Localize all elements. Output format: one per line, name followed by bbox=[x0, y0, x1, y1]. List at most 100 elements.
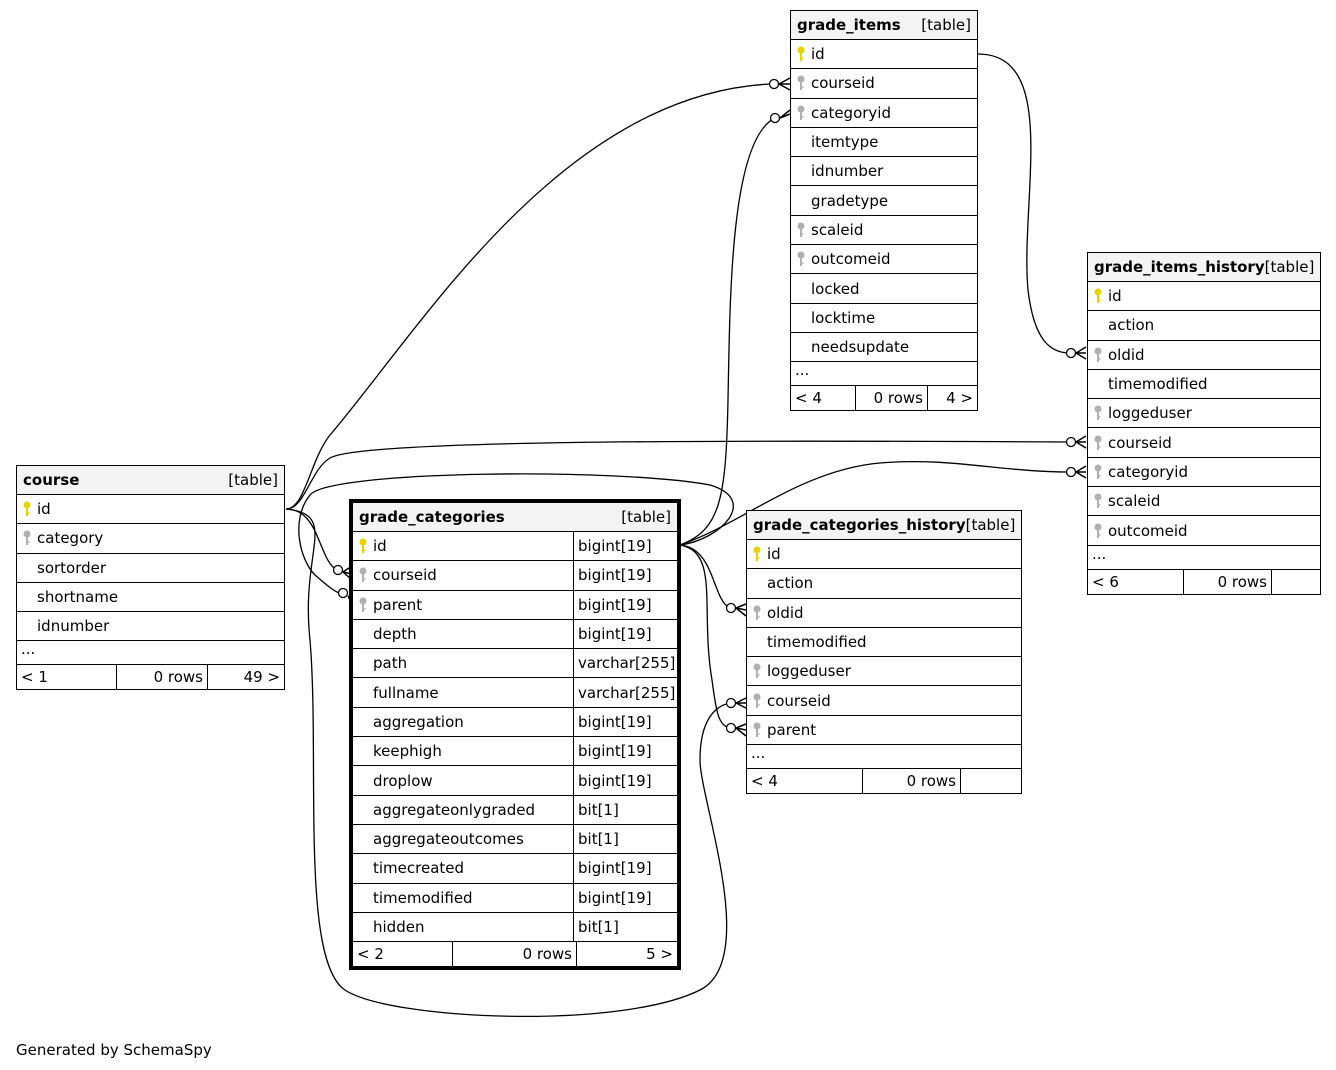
column-row[interactable]: courseid bbox=[747, 686, 1021, 716]
zero-marker bbox=[1065, 347, 1077, 359]
parents-link[interactable]: < 1 bbox=[17, 665, 117, 690]
column-row[interactable]: action bbox=[1088, 311, 1320, 341]
column-row[interactable]: timemodified bbox=[747, 628, 1021, 658]
column-row[interactable]: scaleid bbox=[1088, 487, 1320, 517]
column-row[interactable]: id bbox=[791, 40, 977, 70]
children-link[interactable]: 5 > bbox=[646, 945, 673, 964]
column-type: bigint[19] bbox=[573, 561, 677, 590]
table-header: grade_items [table] bbox=[791, 11, 977, 40]
column-row[interactable]: needsupdate bbox=[791, 333, 977, 363]
foreign-key-icon bbox=[791, 105, 811, 121]
column-name: action bbox=[1108, 316, 1155, 335]
column-name: category bbox=[37, 529, 104, 548]
column-row[interactable]: idnumber bbox=[17, 612, 284, 642]
foreign-key-icon bbox=[1088, 464, 1108, 480]
table-footer: < 4 0 rows bbox=[747, 769, 1021, 794]
column-name: locktime bbox=[811, 308, 876, 327]
column-row[interactable]: parent bbox=[747, 716, 1021, 746]
column-type: bigint[19] bbox=[573, 619, 677, 649]
column-name: hidden bbox=[373, 918, 425, 936]
parents-link[interactable]: < 2 bbox=[353, 942, 453, 967]
column-name: itemtype bbox=[811, 133, 879, 152]
column-type: bigint[19] bbox=[573, 883, 677, 912]
foreign-key-icon bbox=[1088, 523, 1108, 539]
column-row[interactable]: categoryid bbox=[791, 99, 977, 128]
column-row[interactable]: oldid bbox=[1088, 341, 1320, 370]
column-type: bigint[19] bbox=[573, 854, 677, 883]
crowfoot-marker bbox=[1075, 465, 1087, 479]
children-link[interactable] bbox=[1272, 570, 1320, 594]
crowfoot-marker bbox=[1075, 346, 1087, 360]
column-name: keephigh bbox=[373, 742, 442, 761]
column-row[interactable]: timemodified bbox=[1088, 370, 1320, 400]
column-row[interactable]: action bbox=[747, 569, 1021, 599]
table-header: grade_categories [table] bbox=[353, 503, 677, 532]
column-row[interactable]: locktime bbox=[791, 304, 977, 333]
column-name: idnumber bbox=[811, 162, 884, 181]
more-columns: ... bbox=[791, 362, 977, 387]
column-row[interactable]: id bbox=[1088, 282, 1320, 312]
column-row[interactable]: courseid bbox=[1088, 428, 1320, 458]
column-row[interactable]: loggeduser bbox=[1088, 399, 1320, 429]
primary-key-icon bbox=[791, 46, 811, 62]
primary-key-icon bbox=[1088, 288, 1108, 304]
parents-link[interactable]: < 4 bbox=[747, 769, 863, 794]
column-name: scaleid bbox=[1108, 492, 1161, 511]
column-row[interactable]: loggeduser bbox=[747, 657, 1021, 687]
column-row[interactable]: outcomeid bbox=[1088, 516, 1320, 546]
table-name: course bbox=[23, 471, 80, 489]
zero-marker bbox=[769, 112, 781, 124]
column-row[interactable]: category bbox=[17, 524, 284, 554]
column-name: path bbox=[373, 654, 408, 673]
foreign-key-icon bbox=[791, 251, 811, 267]
column-row[interactable]: itemtype bbox=[791, 128, 977, 158]
parents-link[interactable]: < 4 bbox=[791, 386, 856, 411]
column-row[interactable]: categoryid bbox=[1088, 458, 1320, 488]
children-link[interactable]: 4 > bbox=[946, 389, 973, 408]
column-name: depth bbox=[373, 625, 417, 644]
column-row[interactable]: gradetype bbox=[791, 186, 977, 216]
column-row[interactable]: oldid bbox=[747, 599, 1021, 628]
column-row[interactable]: id bbox=[747, 540, 1021, 570]
column-row[interactable]: hidden bit[1] bbox=[353, 912, 677, 943]
column-row[interactable]: id bbox=[17, 495, 284, 525]
table-name: grade_items bbox=[797, 16, 901, 34]
foreign-key-icon bbox=[791, 75, 811, 91]
column-row[interactable]: scaleid bbox=[791, 216, 977, 246]
column-row[interactable]: shortname bbox=[17, 583, 284, 613]
column-type: bit[1] bbox=[573, 912, 677, 942]
column-type: bigint[19] bbox=[573, 532, 677, 561]
column-type: varchar[255] bbox=[573, 678, 677, 707]
column-row[interactable]: courseid bbox=[791, 69, 977, 99]
column-row[interactable]: depth bigint[19] bbox=[353, 619, 677, 650]
parents-link[interactable]: < 6 bbox=[1088, 569, 1184, 594]
column-row[interactable]: sortorder bbox=[17, 554, 284, 583]
primary-key-icon bbox=[747, 546, 767, 562]
column-name: parent bbox=[373, 595, 423, 614]
foreign-key-icon bbox=[1088, 493, 1108, 509]
column-row[interactable]: outcomeid bbox=[791, 245, 977, 275]
column-type: varchar[255] bbox=[573, 649, 677, 678]
column-row[interactable]: idnumber bbox=[791, 157, 977, 187]
children-link[interactable]: 49 > bbox=[243, 668, 280, 687]
column-row[interactable]: locked bbox=[791, 274, 977, 304]
column-row[interactable]: path varchar[255] bbox=[353, 649, 677, 679]
zero-marker bbox=[725, 697, 737, 709]
children-link[interactable] bbox=[961, 769, 1021, 793]
